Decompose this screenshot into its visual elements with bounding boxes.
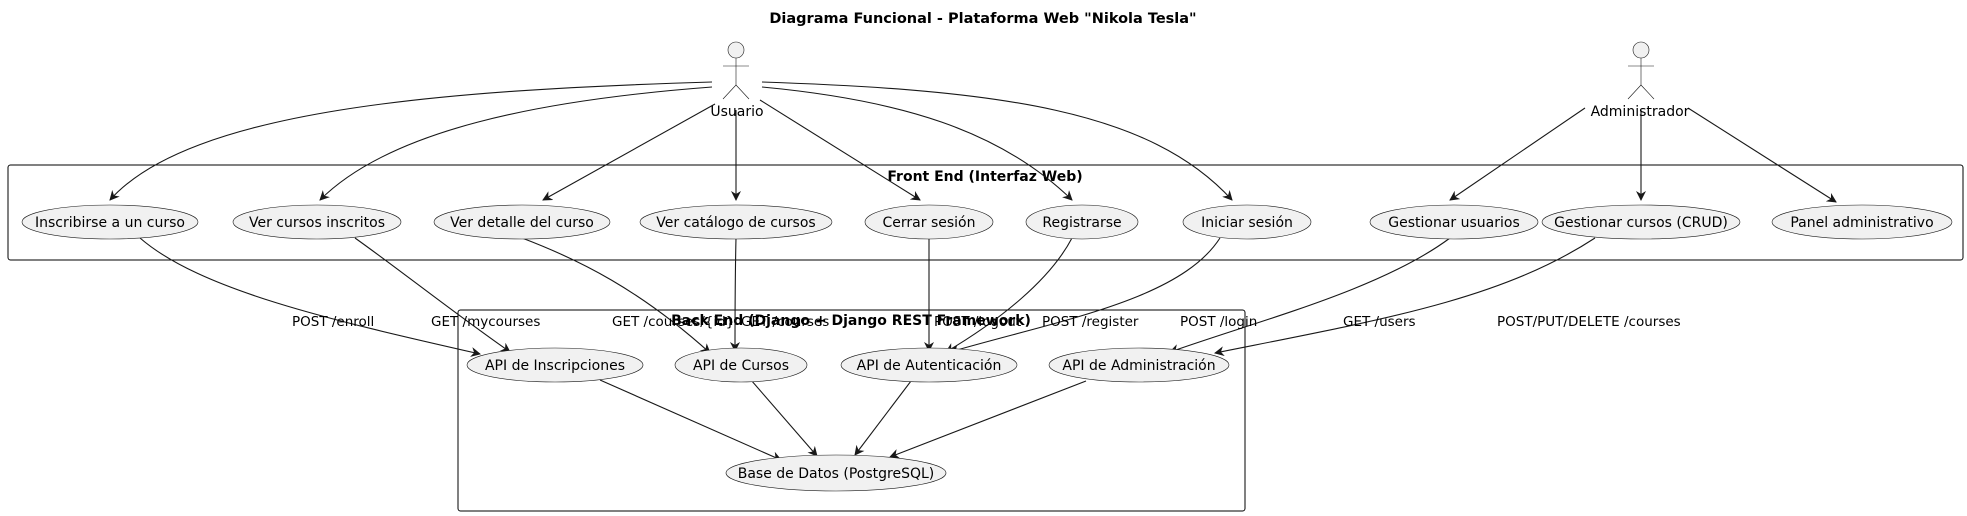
uc-ver-cursos-inscritos-label: Ver cursos inscritos	[249, 215, 385, 231]
edge-authapi-db	[854, 380, 912, 456]
edge-user-register	[761, 86, 1073, 201]
edge-label-courses: GET /courses	[741, 314, 829, 330]
edge-register-api	[945, 237, 1073, 353]
uc-api-administracion[interactable]: API de Administración	[1048, 347, 1230, 383]
uc-ver-catalogo-label: Ver catálogo de cursos	[656, 215, 815, 231]
actor-administrador-label: Administrador	[1591, 104, 1690, 120]
uc-gestionar-usuarios-label: Gestionar usuarios	[1388, 215, 1519, 231]
uc-base-de-datos-label: Base de Datos (PostgreSQL)	[738, 466, 935, 482]
edge-adminapi-db	[889, 380, 1087, 459]
uc-inscribirse[interactable]: Inscribirse a un curso	[21, 204, 199, 240]
uc-api-inscripciones-label: API de Inscripciones	[485, 358, 625, 374]
edge-labels: POST /enroll GET /mycourses GET /courses…	[292, 314, 1681, 330]
uc-cerrar-sesion[interactable]: Cerrar sesión	[864, 204, 994, 240]
edge-label-course-detail: GET /courses/{id}	[612, 314, 734, 330]
edge-enrollapi-db	[599, 379, 782, 461]
uc-iniciar-sesion-label: Iniciar sesión	[1201, 215, 1293, 231]
edge-users-api	[1169, 237, 1451, 354]
edge-admin-courses-api	[1214, 237, 1596, 357]
edge-label-login: POST /login	[1180, 314, 1257, 330]
edge-user-course-detail	[542, 103, 716, 201]
diagram-title: Diagrama Funcional - Plataforma Web "Nik…	[769, 11, 1196, 27]
actor-edges	[109, 81, 1837, 203]
uc-api-autenticacion[interactable]: API de Autenticación	[840, 347, 1018, 383]
edge-coursesapi-db	[750, 379, 818, 457]
uc-cerrar-sesion-label: Cerrar sesión	[883, 215, 976, 231]
edge-admin-panel	[1687, 107, 1837, 203]
backend-package: Back End (Django + Django REST Framework…	[457, 309, 1246, 512]
edge-detail-api	[521, 237, 711, 354]
edge-label-admin-courses: POST/PUT/DELETE /courses	[1497, 314, 1681, 330]
uc-panel-administrativo[interactable]: Panel administrativo	[1771, 204, 1953, 240]
uc-gestionar-usuarios[interactable]: Gestionar usuarios	[1369, 204, 1539, 240]
actor-usuario[interactable]: Usuario	[710, 41, 764, 120]
backend-package-label: Back End (Django + Django REST Framework…	[671, 313, 1031, 329]
edge-user-enroll	[109, 81, 713, 201]
edge-user-logout	[759, 99, 921, 201]
edge-login-api	[949, 237, 1221, 355]
edge-mycourses-api	[354, 237, 511, 353]
uc-registrarse[interactable]: Registrarse	[1025, 204, 1139, 240]
edge-catalog-api	[730, 237, 741, 352]
db-edges	[599, 379, 1087, 461]
uc-inscribirse-label: Inscribirse a un curso	[35, 215, 185, 231]
edge-label-enroll: POST /enroll	[292, 314, 374, 330]
uc-iniciar-sesion[interactable]: Iniciar sesión	[1182, 204, 1312, 240]
uc-api-cursos-label: API de Cursos	[693, 358, 789, 374]
edge-user-login	[761, 81, 1233, 201]
frontend-package-label: Front End (Interfaz Web)	[887, 169, 1082, 185]
actor-usuario-label: Usuario	[710, 104, 763, 120]
uc-ver-cursos-inscritos[interactable]: Ver cursos inscritos	[232, 204, 402, 240]
uc-base-de-datos[interactable]: Base de Datos (PostgreSQL)	[725, 454, 947, 492]
administrador-figure	[1627, 41, 1655, 100]
uc-api-autenticacion-label: API de Autenticación	[857, 358, 1002, 374]
uc-api-administracion-label: API de Administración	[1062, 358, 1215, 374]
uc-ver-detalle[interactable]: Ver detalle del curso	[433, 204, 611, 240]
edge-label-users: GET /users	[1343, 314, 1416, 330]
uc-api-cursos[interactable]: API de Cursos	[674, 347, 808, 383]
edge-enroll-api	[139, 237, 481, 357]
usuario-figure	[722, 41, 750, 100]
edge-user-mycourses	[319, 86, 713, 201]
uc-gestionar-cursos-label: Gestionar cursos (CRUD)	[1554, 215, 1728, 231]
edge-admin-users	[1449, 107, 1586, 201]
uc-panel-administrativo-label: Panel administrativo	[1790, 215, 1933, 231]
uc-api-inscripciones[interactable]: API de Inscripciones	[466, 347, 644, 383]
edge-label-logout: POST /logout	[934, 314, 1021, 330]
uc-registrarse-label: Registrarse	[1042, 215, 1121, 231]
edge-label-mycourses: GET /mycourses	[431, 314, 540, 330]
uc-gestionar-cursos[interactable]: Gestionar cursos (CRUD)	[1541, 204, 1741, 240]
uc-ver-catalogo[interactable]: Ver catálogo de cursos	[639, 204, 833, 240]
api-edges	[139, 237, 1596, 357]
frontend-package: Front End (Interfaz Web)	[7, 164, 1964, 261]
edge-label-register: POST /register	[1042, 314, 1139, 330]
uc-ver-detalle-label: Ver detalle del curso	[450, 215, 594, 231]
actor-administrador[interactable]: Administrador	[1591, 41, 1690, 120]
